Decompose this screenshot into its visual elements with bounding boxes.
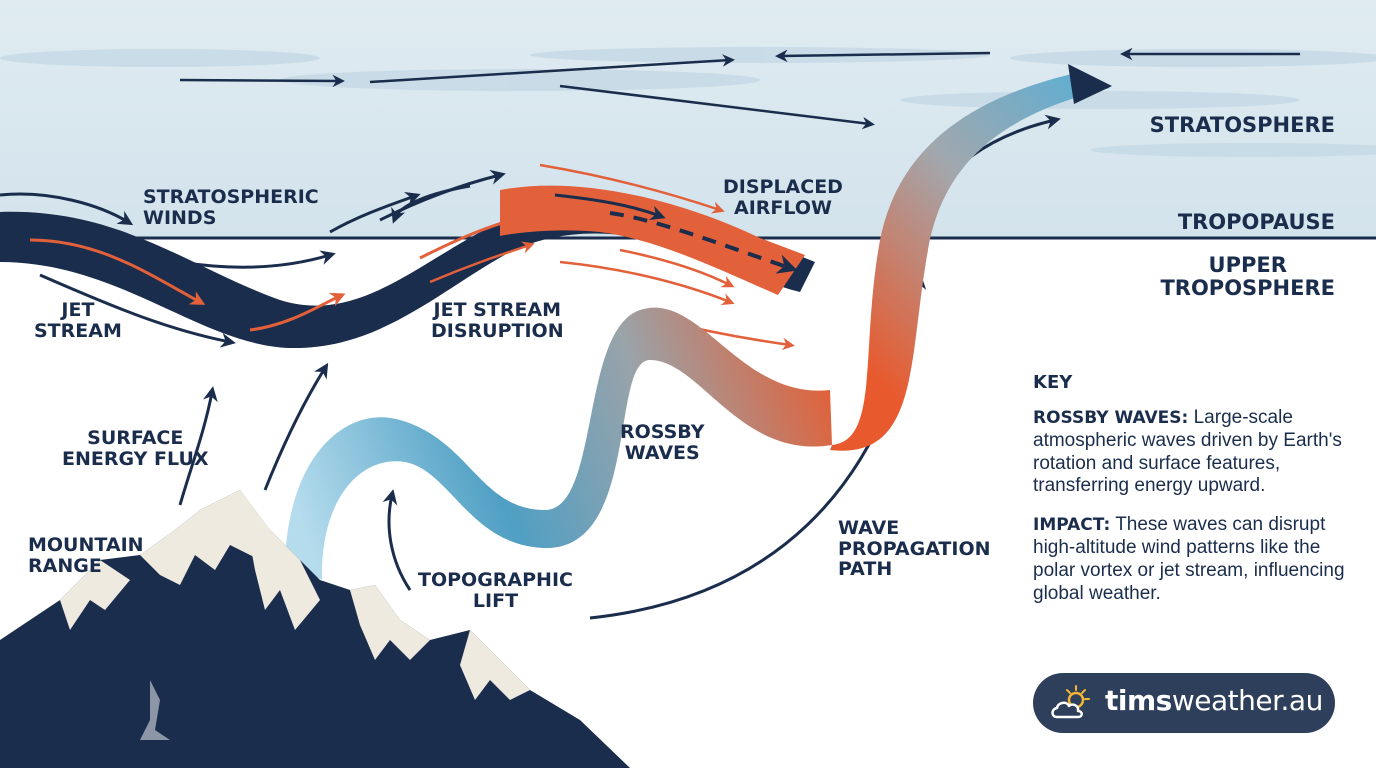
label-line: JET STREAM xyxy=(433,299,562,321)
surface-energy-flux-label: SURFACE ENERGY FLUX xyxy=(62,428,209,469)
jet-stream-disruption-label: JET STREAM DISRUPTION xyxy=(431,300,564,341)
brand-badge[interactable]: timsweather.au xyxy=(1033,673,1335,733)
label-line: LIFT xyxy=(472,589,519,612)
label-line: SURFACE xyxy=(87,427,184,449)
key-impact-def: These waves can disrupt high-altitude wi… xyxy=(1033,514,1345,604)
displaced-airflow-label: DISPLACED AIRFLOW xyxy=(723,177,843,218)
wind-arrows xyxy=(0,169,666,348)
jet-stream-label: JET STREAM xyxy=(34,300,122,341)
key-title: KEY xyxy=(1033,372,1073,393)
key-panel: KEY ROSSBY WAVES: Large-scale atmospheri… xyxy=(1033,372,1353,621)
jet-stream-band xyxy=(0,200,815,349)
upper-troposphere-line2: TROPOSPHERE xyxy=(1160,275,1335,300)
key-impact: IMPACT: These waves can disrupt high-alt… xyxy=(1033,514,1353,605)
key-rossby-term: ROSSBY WAVES: xyxy=(1033,408,1189,428)
key-rossby-def: Large-scale atmospheric waves driven by … xyxy=(1033,407,1342,497)
tropopause-label: TROPOPAUSE xyxy=(1177,210,1335,234)
wave-rise-arrowhead xyxy=(1068,64,1112,104)
label-line: STRATOSPHERIC xyxy=(143,186,319,208)
label-line: AIRFLOW xyxy=(734,196,832,219)
stratosphere-label: STRATOSPHERE xyxy=(1149,113,1335,137)
sun-cloud-icon xyxy=(1051,685,1090,719)
label-line: PROPAGATION xyxy=(838,537,991,560)
label-line: STREAM xyxy=(34,319,122,342)
brand-rest: weather.au xyxy=(1171,684,1323,717)
stratospheric-wind-arrows xyxy=(179,47,1300,130)
label-line: WINDS xyxy=(143,206,217,229)
disruption-arrows xyxy=(429,163,795,351)
label-line: JET xyxy=(61,299,95,321)
label-line: MOUNTAIN xyxy=(28,534,144,556)
brand-name: timsweather.au xyxy=(1105,684,1323,717)
label-line: ROSSBY xyxy=(620,421,705,443)
label-line: ENERGY FLUX xyxy=(62,447,209,470)
key-rossby: ROSSBY WAVES: Large-scale atmospheric wa… xyxy=(1033,407,1353,498)
stratosphere-band xyxy=(0,0,1376,238)
brand-bold: tims xyxy=(1105,684,1172,717)
rossby-waves-label: ROSSBY WAVES xyxy=(620,422,705,463)
displaced-airflow-band xyxy=(500,185,805,295)
label-line: DISPLACED xyxy=(723,176,843,198)
label-line: RANGE xyxy=(28,554,102,577)
rossby-wave-band xyxy=(285,307,832,580)
label-line: PATH xyxy=(838,558,893,581)
upper-troposphere-line1: UPPER xyxy=(1208,253,1287,277)
label-line: WAVES xyxy=(624,441,700,464)
upper-troposphere-label: UPPER TROPOSPHERE xyxy=(1160,254,1335,299)
mountain-range-label: MOUNTAIN RANGE xyxy=(28,535,144,576)
key-impact-term: IMPACT: xyxy=(1033,515,1111,536)
wave-propagation-path-label: WAVE PROPAGATION PATH xyxy=(838,518,991,580)
wave-rise-band xyxy=(830,72,1110,451)
label-line: TOPOGRAPHIC xyxy=(418,569,573,591)
stratospheric-winds-label: STRATOSPHERIC WINDS xyxy=(143,187,319,228)
label-line: WAVE xyxy=(838,517,900,539)
topographic-lift-label: TOPOGRAPHIC LIFT xyxy=(418,570,573,611)
label-line: DISRUPTION xyxy=(431,319,564,342)
mountain-range xyxy=(0,490,630,768)
